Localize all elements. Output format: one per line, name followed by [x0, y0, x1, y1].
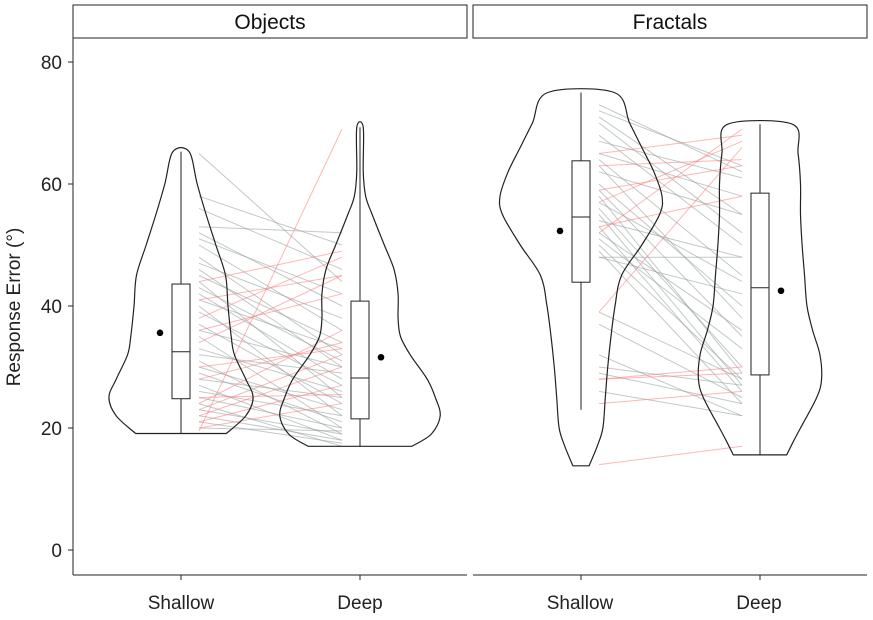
box: [350, 300, 370, 420]
increase-line: [198, 275, 343, 344]
decrease-line: [198, 427, 343, 432]
increase-line: [598, 195, 743, 228]
strip-title: Objects: [234, 11, 305, 34]
increase-line: [598, 165, 743, 191]
mean-point: [377, 353, 385, 361]
mean-point: [777, 287, 785, 295]
panel-objects: Objects Shallow Deep: [72, 4, 468, 614]
decrease-line: [598, 189, 743, 337]
increase-line: [598, 134, 743, 154]
decrease-line: [598, 238, 743, 350]
strip-title: Fractals: [633, 11, 708, 34]
increase-line: [598, 372, 743, 380]
decrease-line: [598, 183, 743, 307]
increase-line: [198, 393, 343, 398]
increase-line: [198, 403, 343, 429]
increase-line: [598, 140, 743, 203]
y-tick-label: 20: [41, 419, 62, 440]
decrease-line: [198, 232, 343, 307]
violin-deep: [697, 120, 823, 456]
decrease-line: [198, 329, 343, 368]
decrease-line: [598, 390, 743, 417]
decrease-line: [598, 171, 743, 215]
decrease-line: [198, 403, 343, 447]
increase-line: [198, 384, 343, 423]
increase-line: [198, 348, 343, 368]
increase-line: [198, 128, 343, 432]
x-tick-label: Shallow: [148, 593, 215, 614]
increase-line: [598, 366, 743, 380]
violin-shallow: [498, 88, 664, 467]
y-tick-label: 80: [41, 53, 62, 74]
box: [750, 192, 770, 376]
decrease-line: [198, 262, 343, 319]
panel-fractals: Fractals Shallow Deep: [472, 4, 868, 614]
decrease-line: [198, 195, 343, 246]
mean-point: [156, 329, 164, 337]
decrease-line: [598, 116, 743, 215]
increase-line: [198, 342, 343, 380]
box: [171, 283, 191, 400]
decrease-line: [198, 421, 343, 444]
increase-line: [198, 329, 343, 405]
decrease-line: [198, 397, 343, 429]
x-tick-label: Shallow: [547, 593, 614, 614]
decrease-line: [598, 244, 743, 380]
decrease-line: [598, 250, 743, 404]
y-tick-label: 60: [41, 175, 62, 196]
mean-point: [556, 227, 564, 235]
decrease-line: [598, 110, 743, 167]
x-tick-label: Deep: [337, 593, 382, 614]
decrease-line: [598, 140, 743, 179]
decrease-line: [198, 415, 343, 441]
strip-objects: [72, 4, 468, 39]
decrease-line: [198, 354, 343, 374]
violin-deep: [279, 121, 441, 447]
increase-line: [198, 366, 343, 417]
y-axis: 0 20 40 60 80: [41, 38, 74, 575]
y-axis-label: Response Error (°): [4, 228, 25, 387]
decrease-line: [598, 201, 743, 283]
x-tick-label: Deep: [736, 593, 781, 614]
y-tick-label: 40: [41, 297, 62, 318]
decrease-line: [198, 378, 343, 398]
decrease-line: [598, 323, 743, 398]
increase-line: [598, 445, 743, 466]
decrease-line: [598, 354, 743, 417]
y-tick-label: 0: [51, 541, 62, 562]
strip-fractals: [472, 4, 868, 39]
decrease-line: [198, 281, 343, 398]
decrease-line: [598, 232, 743, 331]
decrease-line: [598, 226, 743, 392]
increase-line: [198, 275, 343, 301]
box: [571, 160, 591, 283]
increase-line: [198, 250, 343, 283]
increase-line: [198, 293, 343, 331]
decrease-line: [598, 195, 743, 374]
decrease-line: [598, 311, 743, 380]
decrease-line: [598, 256, 743, 295]
increase-line: [598, 159, 743, 167]
increase-line: [598, 147, 743, 313]
decrease-line: [198, 268, 343, 368]
increase-line: [198, 354, 343, 411]
decrease-line: [598, 153, 743, 197]
decrease-line: [598, 220, 743, 258]
decrease-line: [198, 153, 343, 282]
increase-line: [598, 390, 743, 405]
increase-line: [598, 128, 743, 234]
decrease-line: [198, 226, 343, 234]
decrease-line: [598, 208, 743, 368]
decrease-line: [198, 409, 343, 435]
decrease-line: [198, 207, 343, 270]
decrease-line: [598, 134, 743, 246]
violin-shallow: [108, 147, 254, 435]
decrease-line: [198, 348, 343, 392]
